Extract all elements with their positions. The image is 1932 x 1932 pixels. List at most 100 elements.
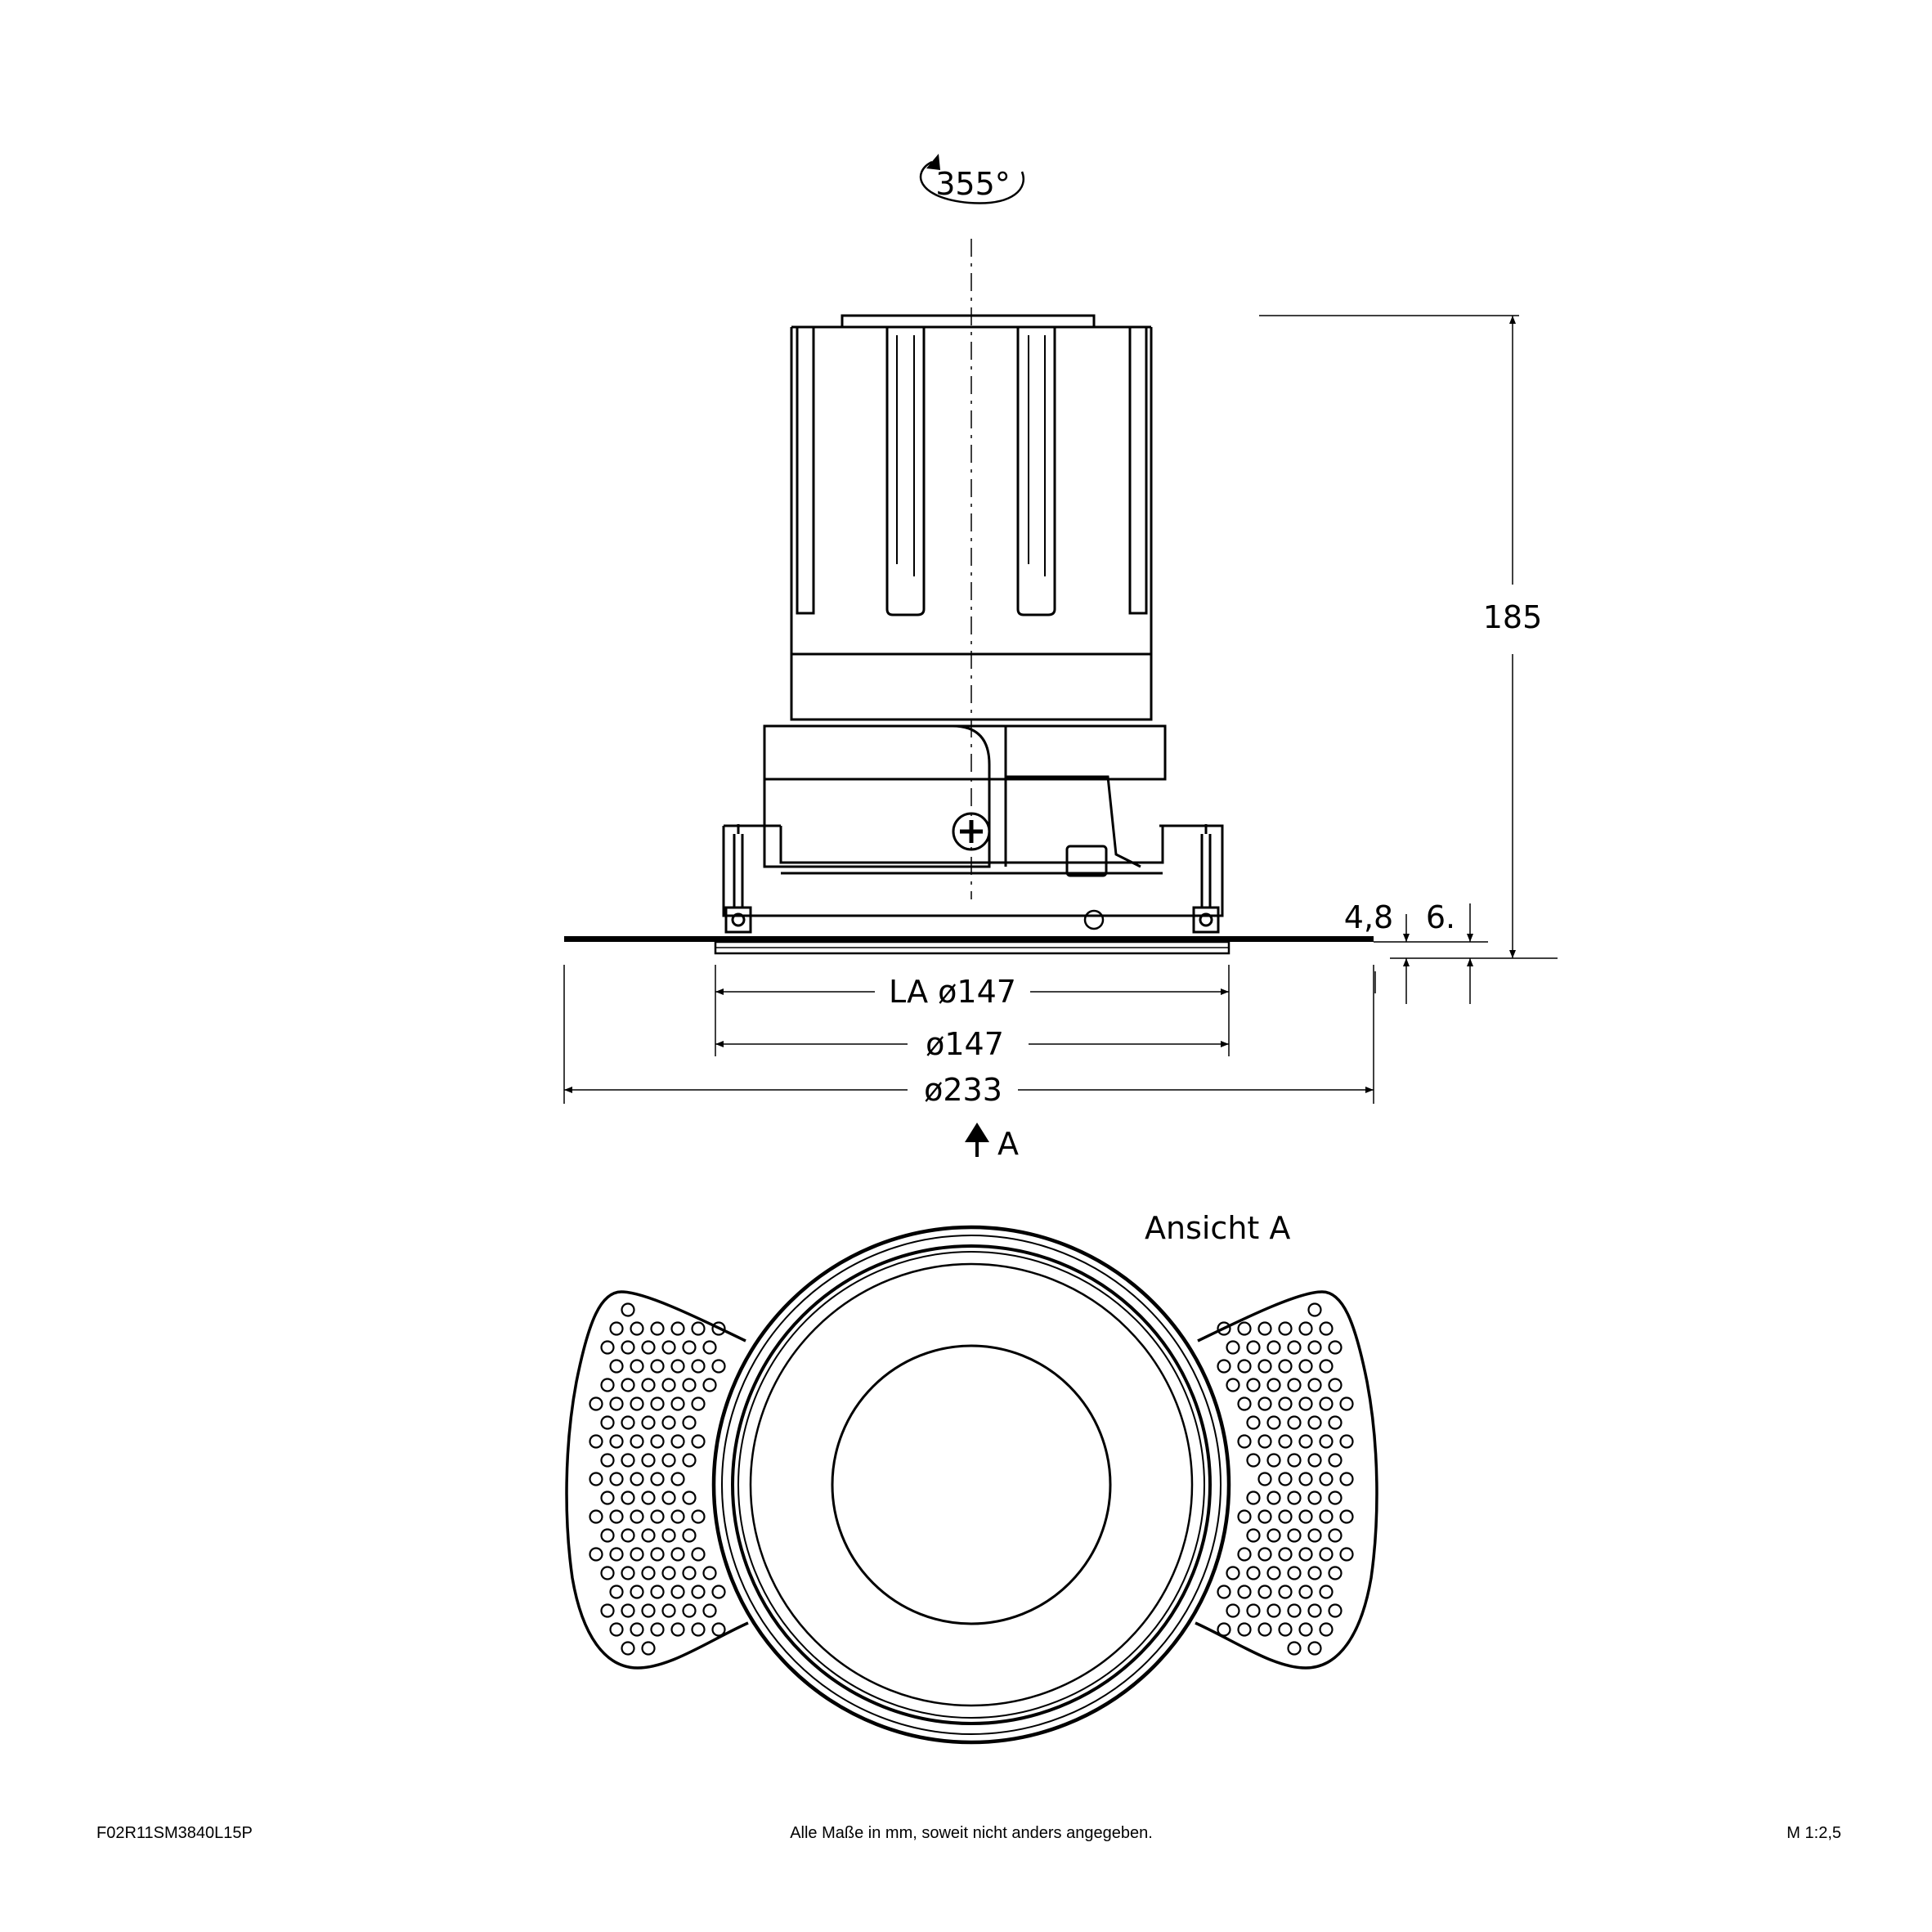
perforation-hole [630,1547,644,1562]
perforation-hole [691,1585,706,1599]
perforation-hole [641,1415,656,1430]
height-label: 185 [1483,599,1543,635]
perforation-hole [630,1359,644,1374]
perforation-hole [1217,1359,1231,1374]
perforation-hole [650,1509,665,1524]
perforation-hole [1287,1490,1302,1505]
perforation-hole [589,1472,603,1486]
perforation-hole [1307,1378,1322,1392]
rotation-label: 355° [935,166,1011,202]
perforation-hole [641,1528,656,1543]
perforation-hole [630,1585,644,1599]
perforation-hole [600,1490,615,1505]
rotation-arrow-icon [926,154,940,170]
perforation-hole [1328,1340,1343,1355]
perforation-hole [1246,1490,1261,1505]
perforation-hole [661,1453,676,1468]
perforation-hole [1319,1434,1334,1449]
dimension-recess: 6. [1423,899,1488,1004]
wing-right [1195,1290,1378,1670]
perforation-hole [1257,1434,1272,1449]
perforation-hole [670,1509,685,1524]
perforation-hole [1287,1415,1302,1430]
perforation-hole [1319,1321,1334,1336]
perforation-hole [1328,1603,1343,1618]
rotation-indicator: 355° [919,154,1024,204]
perforation-hole [1246,1378,1261,1392]
perforation-hole [609,1509,624,1524]
perforation-hole [670,1472,685,1486]
perforation-hole [682,1566,697,1580]
perforation-hole [682,1340,697,1355]
flange-thickness-label: 4,8 [1344,899,1393,935]
perforation-hole [1328,1566,1343,1580]
perforation-hole [1278,1622,1293,1637]
perforation-hole [1226,1340,1240,1355]
article-number: F02R11SM3840L15P [96,1824,253,1842]
outer-diameter-label: ø233 [924,1072,1002,1108]
spring-clip-right [1192,824,1220,934]
perforation-hole [1298,1434,1313,1449]
trim-ring-3 [731,1244,1212,1725]
perforation-hole [641,1603,656,1618]
footer: F02R11SM3840L15P Alle Maße in mm, soweit… [96,1824,1841,1842]
perforation-hole [691,1396,706,1411]
perforation-hole [650,1321,665,1336]
dimension-la-diameter: LA ø147 [715,974,1229,1010]
dimensions: 185 4,8 6. LA ø147 [563,315,1558,1162]
perforation-hole [1319,1359,1334,1374]
perforation-hole [650,1472,665,1486]
perforation-hole [1237,1622,1252,1637]
perforation-hole [691,1622,706,1637]
perforation-hole [650,1622,665,1637]
perforation-hole [1287,1566,1302,1580]
perforation-hole [691,1547,706,1562]
perforation-hole [630,1509,644,1524]
trim-ring-4 [737,1251,1205,1719]
perforation-hole [682,1453,697,1468]
perforation-hole [661,1490,676,1505]
perforation-hole [650,1547,665,1562]
perforation-hole [1257,1472,1272,1486]
perforation-hole [661,1340,676,1355]
reflector-ring [749,1262,1194,1707]
scale-label: M 1:2,5 [1786,1824,1841,1842]
perforation-hole [621,1415,635,1430]
perforation-hole [630,1434,644,1449]
perforation-hole [1237,1321,1252,1336]
perforation-hole [1307,1566,1322,1580]
perforation-hole [630,1396,644,1411]
perforation-hole [1266,1490,1281,1505]
perforation-hole [670,1396,685,1411]
perforation-hole [682,1415,697,1430]
perforation-hole [621,1490,635,1505]
perforation-hole [1339,1509,1354,1524]
perforation-hole [1298,1622,1313,1637]
perforation-hole [1246,1415,1261,1430]
perforation-hole [682,1490,697,1505]
perforation-hole [711,1622,726,1637]
perforation-hole [641,1490,656,1505]
perforation-hole [1298,1472,1313,1486]
perforation-hole [589,1547,603,1562]
perforation-hole [621,1453,635,1468]
arrow-up-icon [965,1123,989,1142]
perforation-hole [1246,1453,1261,1468]
perforation-hole [1307,1528,1322,1543]
perforation-hole [1307,1603,1322,1618]
la-diameter-label: LA ø147 [889,974,1016,1010]
perforation-hole [1217,1622,1231,1637]
perforation-hole [1287,1641,1302,1656]
perforation-hole [609,1321,624,1336]
perforation-hole [1328,1453,1343,1468]
perforation-hole [1278,1321,1293,1336]
perforation-hole [682,1603,697,1618]
perforation-hole [589,1396,603,1411]
perforation-right [1217,1302,1354,1656]
perforation-hole [1319,1396,1334,1411]
perforation-hole [1246,1340,1261,1355]
perforation-hole [1307,1340,1322,1355]
perforation-hole [600,1340,615,1355]
perforation-hole [1319,1509,1334,1524]
outer-trim-ring [711,1225,1231,1745]
